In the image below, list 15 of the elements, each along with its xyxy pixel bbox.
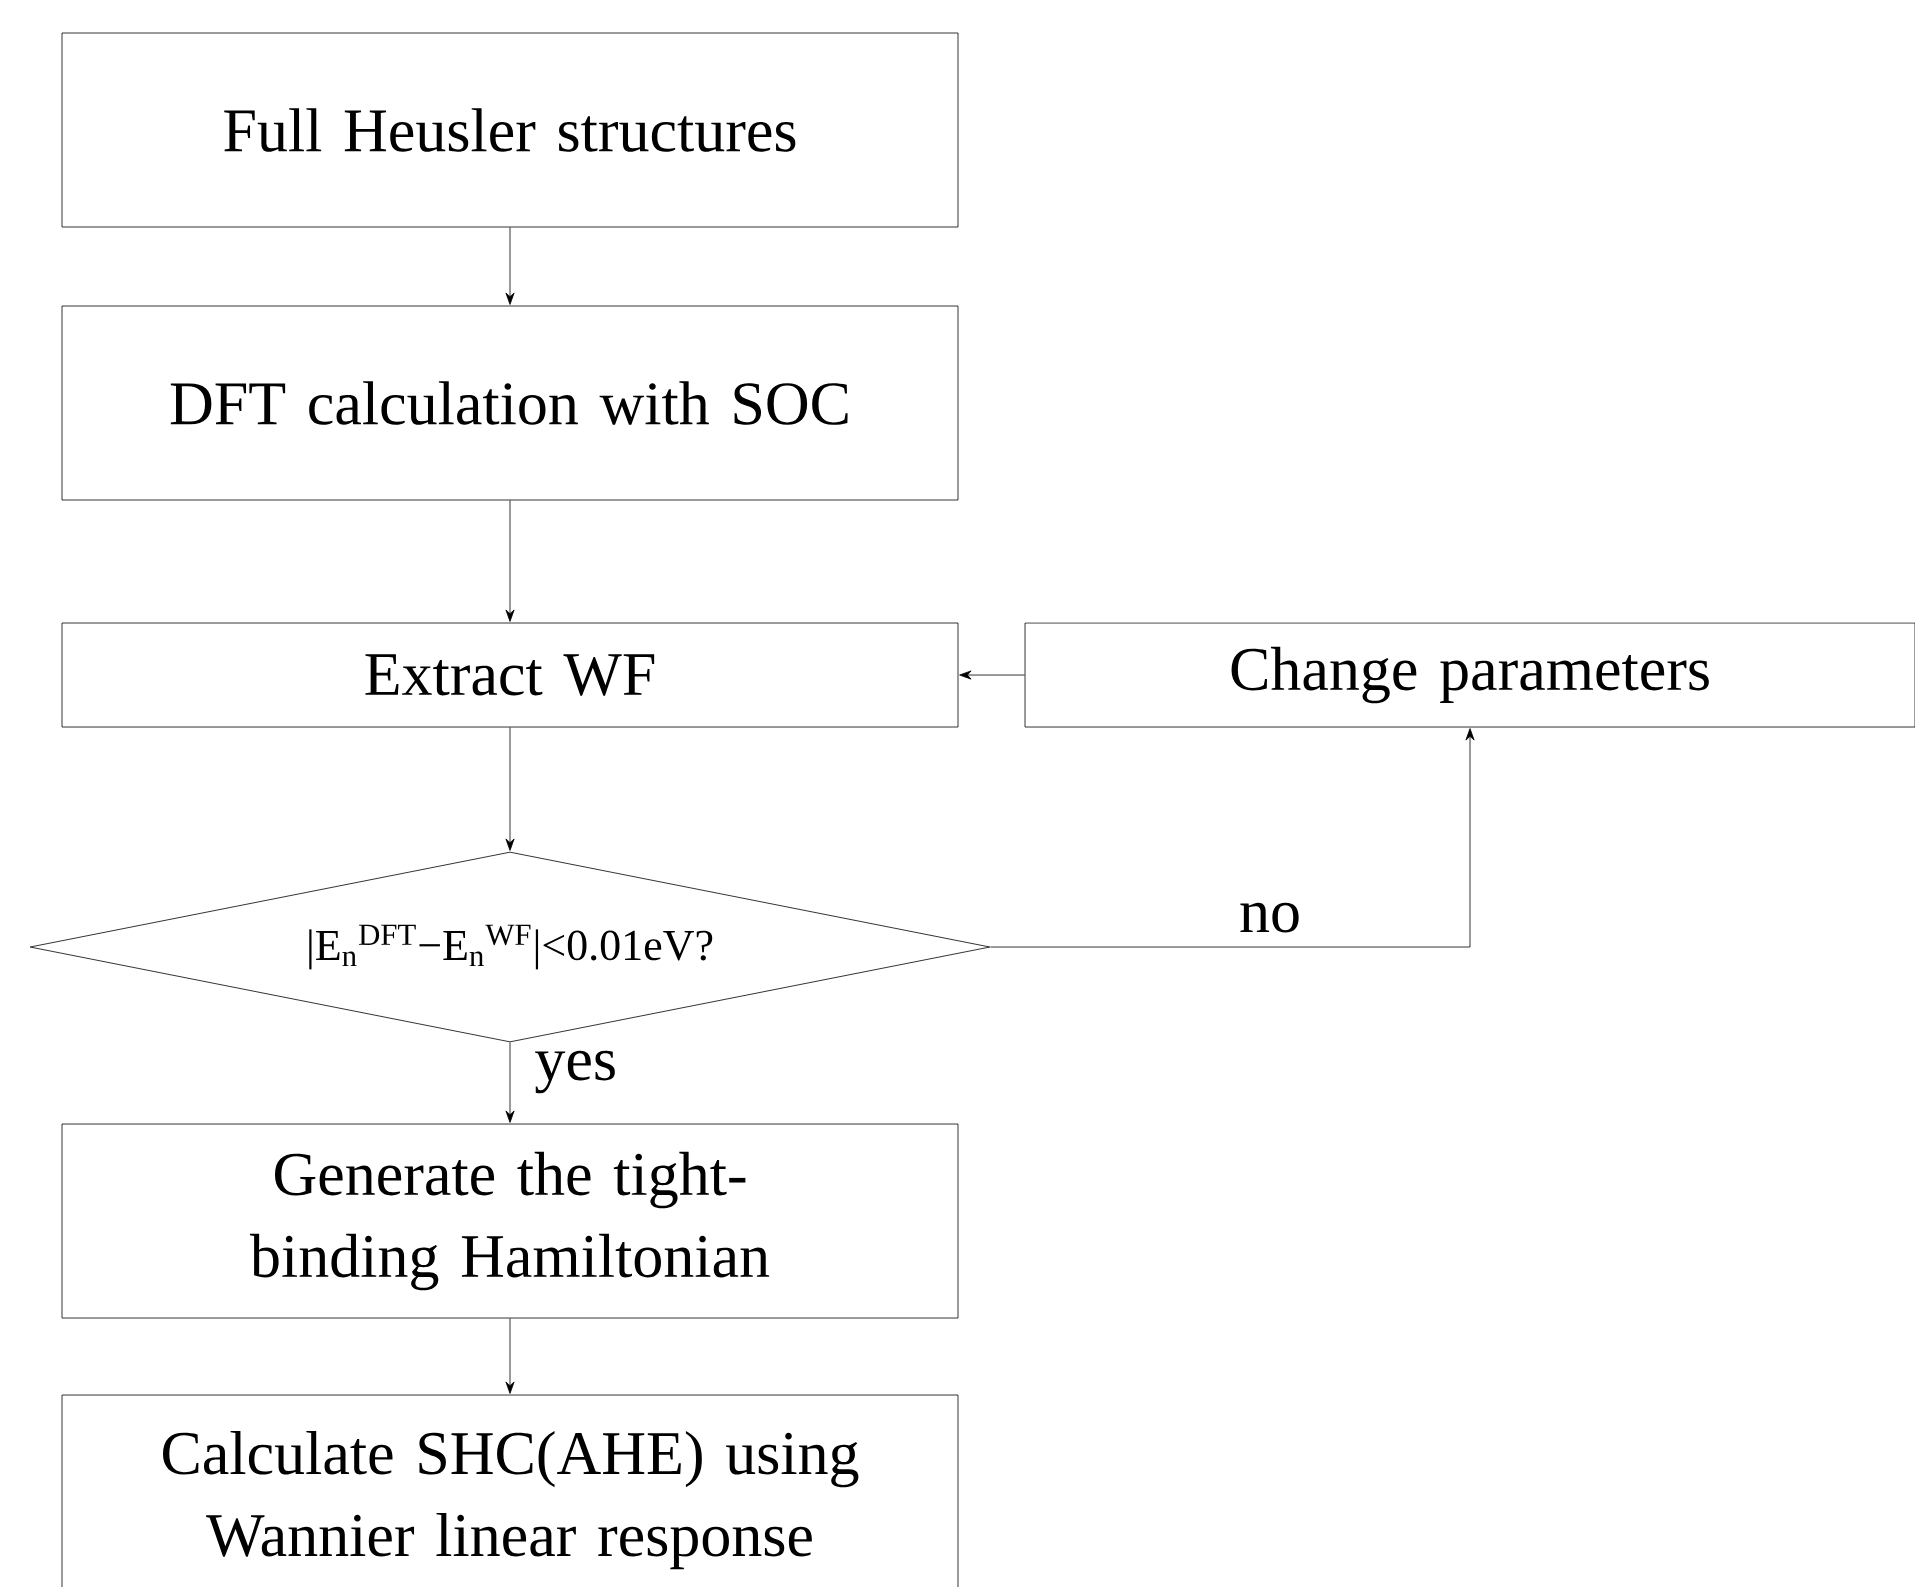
process-box: Extract WF	[61, 622, 959, 728]
arrow	[990, 728, 1475, 948]
arrow	[505, 500, 515, 622]
arrow	[505, 1318, 515, 1394]
edge-label: yes	[535, 1050, 615, 1094]
process-box: Change parameters	[1024, 622, 1915, 728]
edge-label: no	[1240, 902, 1299, 933]
process-box: DFT calculation with SOC	[61, 305, 959, 501]
process-box: Generate the tight-binding Hamiltonian	[61, 1123, 959, 1319]
process-box: Full Heusler structures	[61, 32, 959, 228]
arrow	[505, 727, 515, 851]
process-box: Calculate SHC(AHE) using Wannier linear response	[61, 1394, 959, 1587]
arrow	[505, 1042, 515, 1123]
arrow	[505, 227, 515, 305]
arrow	[959, 670, 1025, 680]
